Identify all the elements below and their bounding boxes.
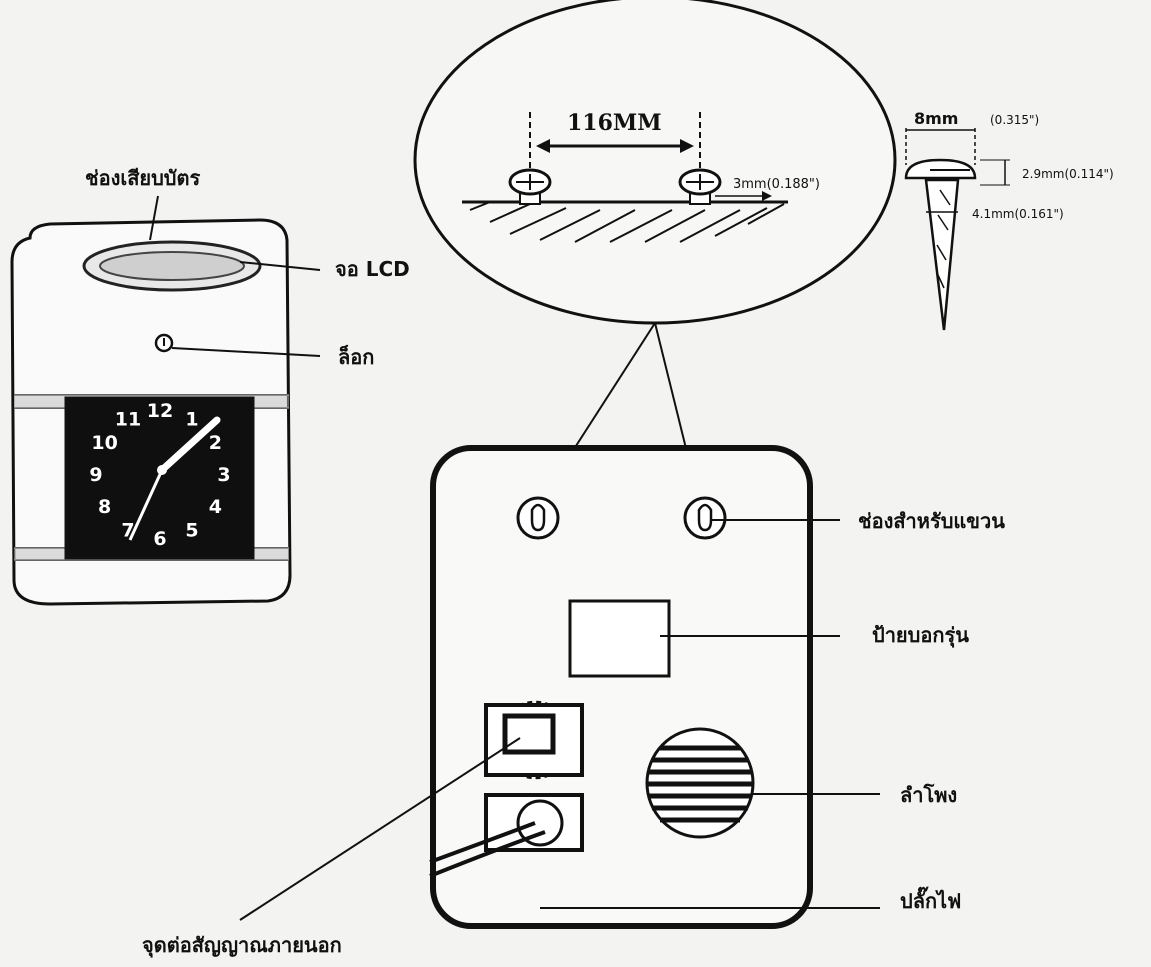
screw-dimension-detail: 8mm (0.315") 2.9mm(0.114") 4.1mm(0.161") xyxy=(904,109,1114,331)
model-plate xyxy=(568,599,671,678)
time-clock-back xyxy=(429,445,813,929)
second-hand xyxy=(128,469,164,541)
clock-numeral: 12 xyxy=(147,400,173,422)
screw-shank xyxy=(924,178,960,331)
label-hanging-slots: ช่องสำหรับแขวน xyxy=(858,509,1005,533)
label-model-plate: ป้ายบอกรุ่น xyxy=(872,623,969,648)
clock-numeral: 11 xyxy=(115,409,141,431)
external-signal-port xyxy=(484,703,584,777)
label-card-slot: ช่องเสียบบัตร xyxy=(85,166,200,190)
clock-numeral: 10 xyxy=(91,432,117,454)
label-lock: ล็อก xyxy=(338,344,374,369)
power-plug-socket xyxy=(429,793,584,878)
shank-dia-label: 4.1mm(0.161") xyxy=(972,207,1064,221)
head-width-inch-label: (0.315") xyxy=(990,113,1039,127)
screw-spacing-label: 116MM xyxy=(567,110,662,136)
hanging-slot-right xyxy=(683,496,727,540)
minute-hand xyxy=(158,416,221,474)
hanging-slot-left xyxy=(516,496,560,540)
clock-numeral: 6 xyxy=(153,528,166,550)
screw-detail-magnifier: 116MM 3mm(0.188") xyxy=(413,0,897,325)
clock-numeral: 7 xyxy=(121,519,134,541)
clock-numeral: 4 xyxy=(209,496,222,518)
speaker-grille xyxy=(645,727,755,839)
clock-numeral: 8 xyxy=(98,496,111,518)
clock-numeral: 3 xyxy=(217,464,230,486)
head-width-label: 8mm xyxy=(914,109,958,128)
clock-numeral: 9 xyxy=(89,464,102,486)
label-speaker: ลำโพง xyxy=(900,783,957,807)
wall-gap-label: 3mm(0.188") xyxy=(733,177,820,192)
label-external-signal: จุดต่อสัญญาณภายนอก xyxy=(142,933,342,958)
clock-numeral: 1 xyxy=(185,409,198,431)
screw-right xyxy=(678,168,722,205)
clock-numeral: 5 xyxy=(185,519,198,541)
head-height-label: 2.9mm(0.114") xyxy=(1022,167,1114,181)
label-lcd: จอ LCD xyxy=(335,257,410,281)
clock-numeral: 2 xyxy=(209,432,222,454)
screw-left xyxy=(508,168,552,205)
label-power-plug: ปลั๊กไฟ xyxy=(900,886,961,913)
